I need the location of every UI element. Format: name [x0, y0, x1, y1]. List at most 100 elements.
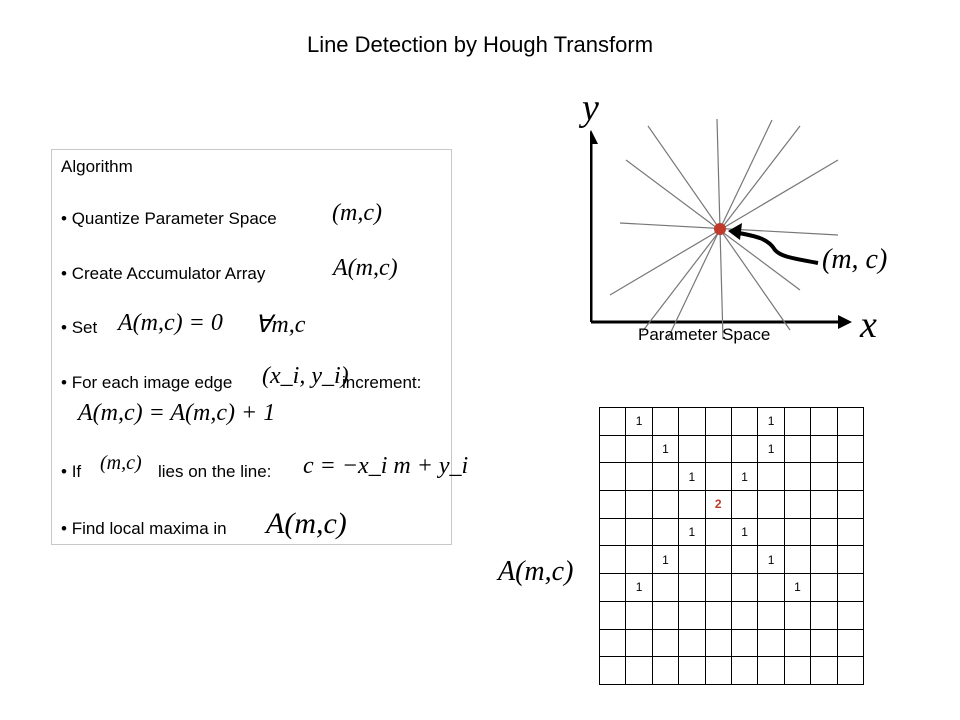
grid-cell [810, 517, 838, 547]
grid-cell [678, 573, 706, 602]
grid-cell: 1 [678, 517, 706, 547]
grid-cell [651, 656, 680, 685]
grid-cell [678, 490, 706, 519]
grid-cell [704, 628, 732, 658]
grid-cell: 1 [730, 517, 759, 547]
grid-cell [757, 600, 785, 630]
grid-cell: 1 [730, 462, 759, 492]
grid-cell [651, 490, 680, 519]
formula-forall: ∀m,c [255, 312, 306, 338]
formula-mc: (m,c) [332, 200, 382, 226]
grid-cell [757, 656, 785, 685]
grid-cell [836, 600, 864, 630]
grid-cell [757, 628, 785, 658]
grid-cell [598, 434, 627, 464]
grid-cell [836, 462, 864, 492]
line-6 [625, 159, 801, 291]
grid-cell [836, 545, 864, 575]
grid-cell [810, 407, 838, 436]
grid-cell [757, 490, 785, 519]
grid-cell [810, 434, 838, 464]
grid-cell [625, 656, 653, 685]
grid-cell: 1 [625, 407, 653, 436]
grid-cell [678, 628, 706, 658]
grid-cell [598, 628, 627, 658]
step-for-each-edge: • For each image edge [61, 373, 232, 393]
bullet: • [61, 264, 67, 283]
grid-cell: 1 [651, 434, 680, 464]
grid-cell [625, 434, 653, 464]
grid-cell: 1 [757, 407, 785, 436]
grid-cell [730, 573, 759, 602]
grid-cell [783, 517, 812, 547]
grid-cell [704, 600, 732, 630]
grid-cell [651, 517, 680, 547]
grid-cell [757, 462, 785, 492]
grid-cell [598, 407, 627, 436]
line-5 [619, 222, 839, 236]
grid-cell [730, 434, 759, 464]
grid-cell [625, 545, 653, 575]
grid-cell [836, 434, 864, 464]
grid-cell [810, 656, 838, 685]
grid-cell [704, 434, 732, 464]
grid-cell [783, 490, 812, 519]
grid-cell: 1 [678, 462, 706, 492]
bullet: • [61, 373, 67, 392]
grid-cell [625, 600, 653, 630]
grid-cell [598, 517, 627, 547]
step-text: Find local maxima in [71, 519, 227, 538]
algorithm-box [51, 149, 452, 545]
grid-cell [730, 545, 759, 575]
grid-cell [598, 545, 627, 575]
grid-cell [757, 517, 785, 547]
grid-cell [598, 490, 627, 519]
step-find-maxima: • Find local maxima in [61, 519, 227, 539]
grid-cell [678, 407, 706, 436]
step-text: Quantize Parameter Space [71, 209, 277, 228]
grid-cell [678, 600, 706, 630]
grid-cell [651, 462, 680, 492]
grid-row [598, 656, 864, 685]
algorithm-heading: Algorithm [61, 157, 133, 176]
y-axis-label: y [582, 87, 599, 129]
grid-cell [810, 545, 838, 575]
formula-line-equation: c = −x_i m + y_i [303, 453, 469, 479]
formula-amc: A(m,c) [333, 255, 398, 281]
grid-cell [625, 462, 653, 492]
x-axis-label: x [860, 304, 877, 346]
grid-cell [625, 628, 653, 658]
grid-cell [836, 656, 864, 685]
grid-cell: 1 [651, 545, 680, 575]
bullet: • [61, 462, 67, 481]
grid-cell [678, 434, 706, 464]
grid-cell: 2 [704, 490, 732, 519]
grid-cell [810, 600, 838, 630]
bullet: • [61, 209, 67, 228]
grid-cell [783, 628, 812, 658]
step-set: • Set [61, 318, 97, 338]
step-text: For each image edge [71, 373, 233, 392]
grid-cell [678, 545, 706, 575]
grid-cell [836, 407, 864, 436]
grid-cell [730, 600, 759, 630]
formula-set-zero: A(m,c) = 0 [118, 310, 223, 336]
parameter-space-diagram [590, 118, 852, 340]
grid-cell [836, 517, 864, 547]
formula-increment: A(m,c) = A(m,c) + 1 [78, 400, 276, 426]
grid-cell [704, 462, 732, 492]
step-create-accumulator: • Create Accumulator Array [61, 264, 265, 284]
grid-cell [810, 462, 838, 492]
grid-cell [757, 573, 785, 602]
grid-cell [783, 656, 812, 685]
grid-cell [704, 545, 732, 575]
grid-cell [730, 490, 759, 519]
grid-cell: 1 [783, 573, 812, 602]
formula-amc-large: A(m,c) [266, 507, 347, 540]
step-text: Create Accumulator Array [71, 264, 266, 283]
